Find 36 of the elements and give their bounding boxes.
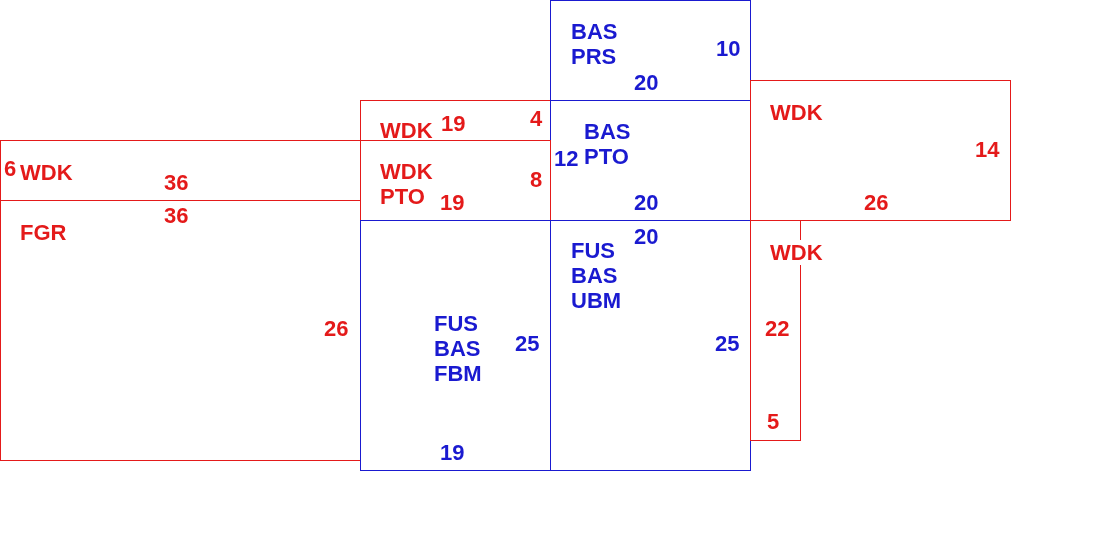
dimension-label: 26 (324, 316, 349, 341)
area-outline (0, 200, 361, 461)
dimension-label: 10 (716, 36, 741, 61)
dimension-label: 19 (441, 111, 466, 136)
area-label: WDK (380, 118, 433, 143)
dimension-label: 25 (515, 331, 540, 356)
dimension-label: 5 (767, 409, 780, 434)
dimension-label: 19 (440, 190, 465, 215)
dimension-label: 20 (634, 190, 659, 215)
dimension-label: 14 (975, 137, 1000, 162)
area-outline (360, 220, 551, 471)
dimension-label: 20 (634, 224, 659, 249)
area-label: WDK (770, 240, 823, 265)
dimension-label: 20 (634, 70, 659, 95)
dimension-label: 36 (164, 203, 189, 228)
area-label: BAS PTO (584, 119, 632, 169)
dimension-label: 19 (440, 440, 465, 465)
area-outline (360, 100, 551, 141)
dimension-label: 25 (715, 331, 740, 356)
dimension-label: 12 (554, 146, 579, 171)
dimension-label: 8 (530, 167, 543, 192)
dimension-label: 4 (530, 106, 543, 131)
area-label: WDK (20, 160, 73, 185)
area-outline (550, 0, 751, 101)
area-label: WDK (770, 100, 823, 125)
area-label: FGR (20, 220, 67, 245)
dimension-label: 36 (164, 170, 189, 195)
area-label: FUS BAS UBM (571, 238, 623, 313)
area-outline (0, 140, 361, 201)
dimension-label: 26 (864, 190, 889, 215)
area-label: WDK PTO (380, 159, 434, 209)
dimension-label: 22 (765, 316, 790, 341)
dimension-label: 6 (4, 156, 17, 181)
area-outline (750, 80, 1011, 221)
area-label: FUS BAS FBM (434, 311, 483, 386)
area-label: BAS PRS (571, 19, 619, 69)
